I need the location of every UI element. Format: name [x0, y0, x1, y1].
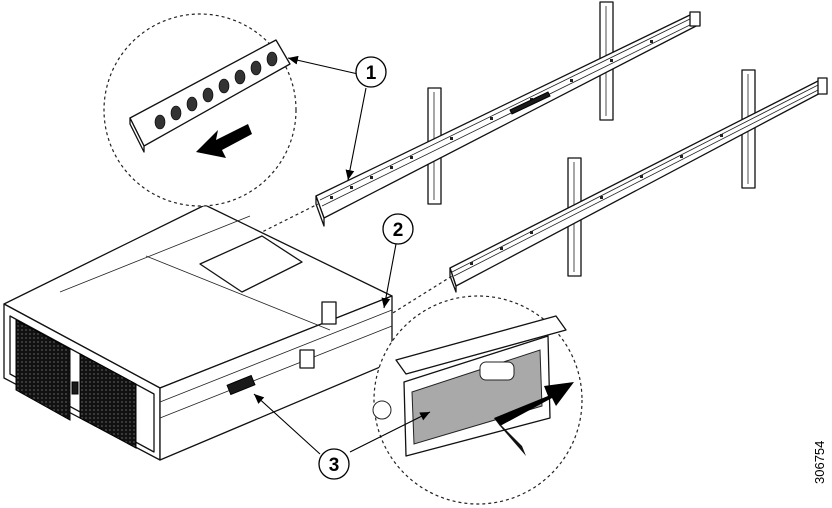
callout-3-label: 3	[329, 455, 340, 476]
rail-left	[315, 11, 701, 227]
detail-circle-3	[372, 295, 583, 505]
alignment-line-left	[257, 203, 319, 235]
left-arrow-icon	[196, 124, 252, 158]
detail-circle-1	[103, 13, 297, 207]
rail-right	[449, 77, 828, 293]
push-right-arrow-icon	[494, 382, 574, 456]
server-chassis	[3, 204, 393, 461]
callout-2: 2	[381, 213, 414, 309]
figure-number: 306754	[812, 441, 827, 484]
callout-2-label: 2	[393, 220, 404, 241]
alignment-line-right	[387, 275, 453, 317]
callout-1-label: 1	[366, 63, 377, 84]
callout-3: 3	[253, 393, 431, 480]
callout-1: 1	[287, 55, 387, 181]
